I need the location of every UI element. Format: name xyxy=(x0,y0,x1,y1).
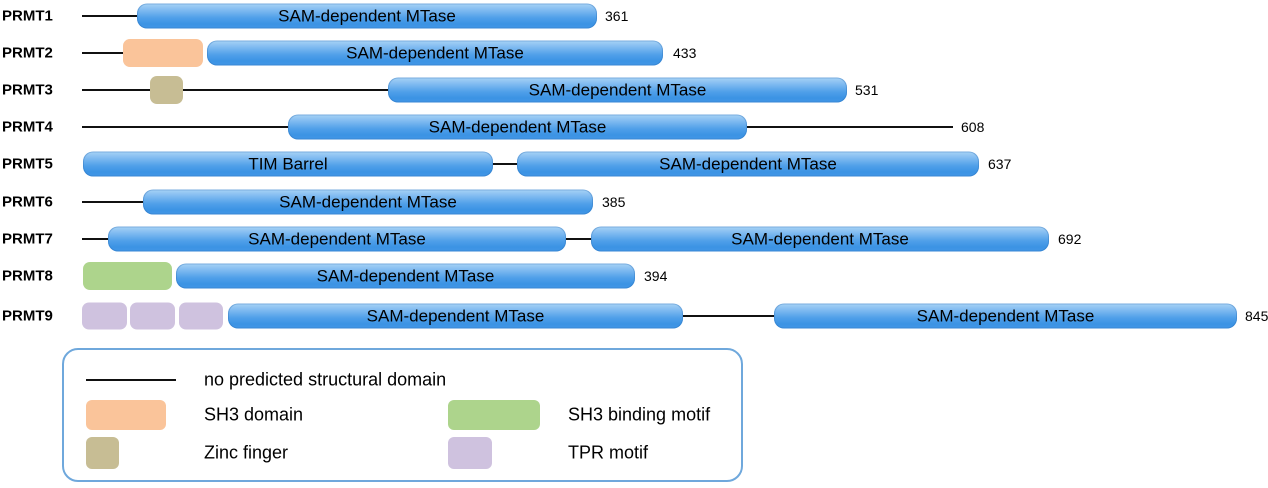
domain-tim: TIM Barrel xyxy=(83,151,493,177)
domain-zinc xyxy=(150,76,183,104)
backbone-line xyxy=(82,15,137,17)
backbone-line xyxy=(566,238,591,240)
domain-tpr xyxy=(130,302,175,330)
protein-length: 385 xyxy=(602,194,626,210)
backbone-line xyxy=(493,163,517,165)
domain-sh3b xyxy=(83,262,172,290)
domain-mtase: SAM-dependent MTase xyxy=(774,303,1237,329)
sh3-domain-swatch xyxy=(86,400,166,430)
protein-name-label: PRMT4 xyxy=(2,118,53,136)
protein-length: 637 xyxy=(988,156,1012,172)
protein-length: 361 xyxy=(605,8,629,24)
domain-tpr xyxy=(82,302,127,330)
domain-mtase: SAM-dependent MTase xyxy=(137,3,597,29)
domain-tpr xyxy=(179,302,223,330)
zinc-finger-swatch xyxy=(86,437,119,469)
protein-length: 692 xyxy=(1058,231,1082,247)
backbone-line xyxy=(747,126,953,128)
backbone-line-swatch xyxy=(86,379,176,381)
legend-label-zinc-finger: Zinc finger xyxy=(204,442,289,463)
legend-box: no predicted structural domain SH3 domai… xyxy=(62,348,743,482)
backbone-line xyxy=(82,238,108,240)
domain-mtase: SAM-dependent MTase xyxy=(517,151,979,177)
legend-label-sh3-binding: SH3 binding motif xyxy=(568,404,711,425)
domain-sh3 xyxy=(123,39,203,67)
protein-name-label: PRMT3 xyxy=(2,81,53,99)
backbone-line xyxy=(183,89,388,91)
domain-mtase: SAM-dependent MTase xyxy=(288,114,747,140)
protein-length: 845 xyxy=(1245,308,1268,324)
sh3-binding-swatch xyxy=(448,400,540,430)
domain-mtase: SAM-dependent MTase xyxy=(388,77,847,103)
protein-name-label: PRMT5 xyxy=(2,155,53,173)
domain-mtase: SAM-dependent MTase xyxy=(228,303,683,329)
domain-mtase: SAM-dependent MTase xyxy=(143,189,593,215)
protein-name-label: PRMT1 xyxy=(2,7,53,25)
legend-label-tpr-motif: TPR motif xyxy=(568,442,649,463)
backbone-line xyxy=(82,201,143,203)
legend-label-no-domain: no predicted structural domain xyxy=(204,369,447,390)
backbone-line xyxy=(82,89,150,91)
domain-mtase: SAM-dependent MTase xyxy=(108,226,566,252)
protein-length: 433 xyxy=(673,45,697,61)
legend-label-sh3-domain: SH3 domain xyxy=(204,404,304,425)
domain-mtase: SAM-dependent MTase xyxy=(591,226,1049,252)
protein-length: 394 xyxy=(644,268,668,284)
protein-name-label: PRMT9 xyxy=(2,307,53,325)
protein-name-label: PRMT7 xyxy=(2,230,53,248)
domain-mtase: SAM-dependent MTase xyxy=(207,40,663,66)
domain-mtase: SAM-dependent MTase xyxy=(176,263,635,289)
backbone-line xyxy=(82,126,288,128)
protein-name-label: PRMT8 xyxy=(2,267,53,285)
backbone-line xyxy=(82,52,123,54)
protein-name-label: PRMT6 xyxy=(2,193,53,211)
protein-length: 531 xyxy=(855,82,879,98)
backbone-line xyxy=(683,315,774,317)
tpr-motif-swatch xyxy=(448,437,492,469)
protein-name-label: PRMT2 xyxy=(2,44,53,62)
protein-length: 608 xyxy=(961,119,985,135)
